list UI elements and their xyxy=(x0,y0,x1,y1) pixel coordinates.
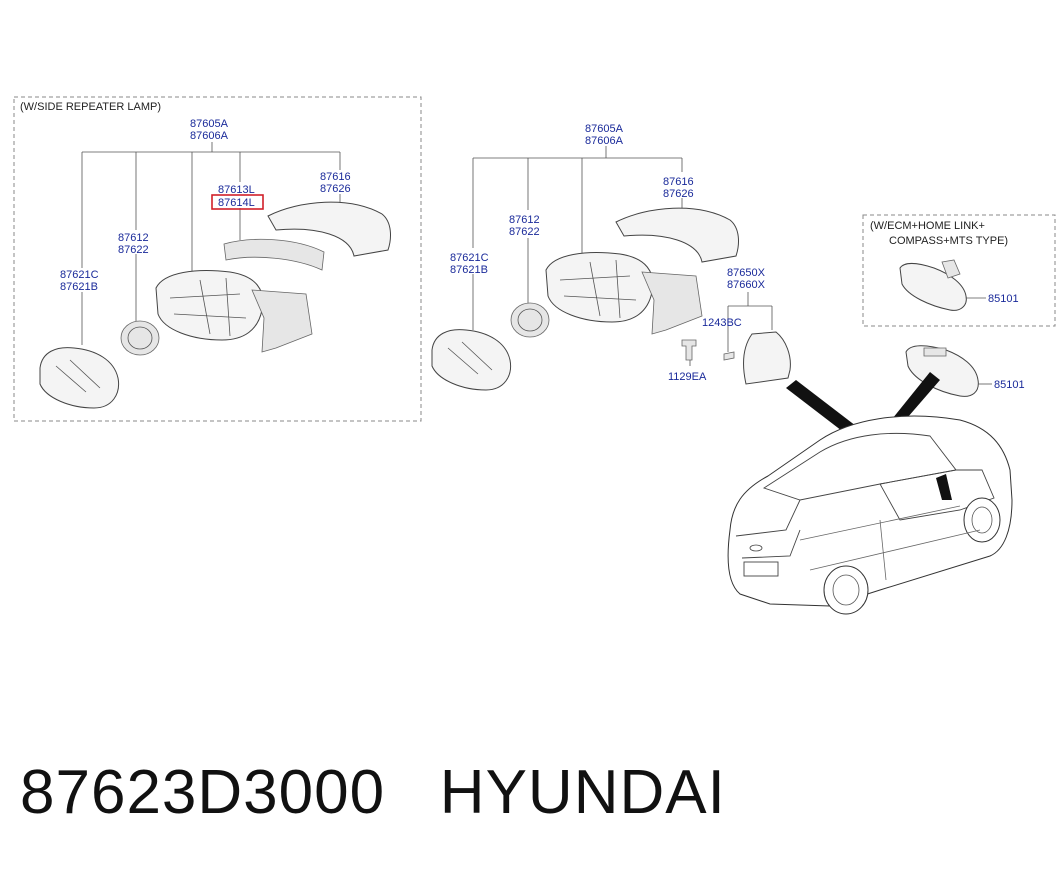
mirror-base-right xyxy=(641,271,703,335)
ecm-mirror-mount xyxy=(941,259,961,279)
scalp-cover-left xyxy=(267,201,391,257)
label-87606a-left[interactable]: 87606A xyxy=(190,130,229,142)
right-panel: 87605A 87606A 87621C 87621B 87612 87622 … xyxy=(431,123,791,391)
bolt-1129ea xyxy=(681,339,697,361)
car-illustration xyxy=(727,372,1013,615)
screw-1243bc xyxy=(723,351,735,361)
label-87614l-highlighted[interactable]: 87614L xyxy=(218,197,255,209)
label-87616-right[interactable]: 87616 xyxy=(663,176,694,188)
mirror-glass-right-shine xyxy=(447,341,493,375)
mirror-glass-left xyxy=(39,347,120,409)
car-side-windows xyxy=(879,469,995,521)
left-panel-frame xyxy=(13,96,422,422)
repeater-lamp-left xyxy=(223,238,325,271)
label-87612-left[interactable]: 87612 xyxy=(118,232,149,244)
label-1243bc[interactable]: 1243BC xyxy=(702,317,742,329)
label-87616-left[interactable]: 87616 xyxy=(320,171,351,183)
car-front-wheel-rim xyxy=(971,506,993,534)
housing-right-details xyxy=(559,259,637,319)
ecm-note-line1: (W/ECM+HOME LINK+ xyxy=(870,220,985,232)
arrow-to-side-mirror xyxy=(786,380,856,434)
car-body xyxy=(727,415,1013,607)
actuator-right-ring xyxy=(517,308,543,332)
mirror-cover-87650x xyxy=(743,331,791,385)
label-87650x[interactable]: 87650X xyxy=(727,267,766,279)
label-87622-left[interactable]: 87622 xyxy=(118,244,149,256)
actuator-right xyxy=(510,302,550,338)
label-87660x[interactable]: 87660X xyxy=(727,279,766,291)
highlight-box xyxy=(211,194,264,210)
ecm-inside-mirror xyxy=(899,263,967,311)
housing-left-details xyxy=(169,277,247,337)
mirror-glass-left-shine xyxy=(55,359,101,393)
car-emblem xyxy=(749,544,763,552)
ecm-panel-frame xyxy=(862,214,1056,327)
label-85101-ecm[interactable]: 85101 xyxy=(988,293,1019,305)
left-panel: (W/SIDE REPEATER LAMP) 87605A 87606A 876… xyxy=(13,96,422,422)
caption-part-number: 87623D3000 xyxy=(20,758,386,827)
car-rear-wheel-rim xyxy=(832,574,860,606)
ecm-note-line2: COMPASS+MTS TYPE) xyxy=(889,235,1008,247)
label-87621b-left[interactable]: 87621B xyxy=(60,281,98,293)
label-87605a-right[interactable]: 87605A xyxy=(585,123,624,135)
inside-mirror-group: 85101 xyxy=(905,345,1025,397)
label-87622-right[interactable]: 87622 xyxy=(509,226,540,238)
label-87621b-right[interactable]: 87621B xyxy=(450,264,488,276)
label-85101[interactable]: 85101 xyxy=(994,379,1025,391)
label-87613l-left[interactable]: 87613L xyxy=(218,184,255,196)
caption-brand: HYUNDAI xyxy=(439,758,726,827)
part-caption: 87623D3000 HYUNDAI xyxy=(20,757,1050,847)
right-leader-lines xyxy=(472,146,683,262)
car-license-plate xyxy=(743,561,779,577)
inside-mirror-mount xyxy=(923,347,947,357)
label-87606a-right[interactable]: 87606A xyxy=(585,135,624,147)
right-cover-leader xyxy=(727,292,773,352)
actuator-left xyxy=(120,320,160,356)
car-rear-wheel xyxy=(823,565,869,615)
label-87626-left[interactable]: 87626 xyxy=(320,183,351,195)
left-panel-note: (W/SIDE REPEATER LAMP) xyxy=(20,101,161,113)
label-87605a-left[interactable]: 87605A xyxy=(190,118,229,130)
parts-diagram: (W/SIDE REPEATER LAMP) 87605A 87606A 876… xyxy=(13,96,1056,615)
car-body-lines xyxy=(799,505,981,581)
scalp-cover-right xyxy=(615,207,739,263)
car-b-pillar xyxy=(936,474,952,500)
ecm-panel: (W/ECM+HOME LINK+ COMPASS+MTS TYPE) 8510… xyxy=(862,214,1056,327)
mirror-glass-right xyxy=(431,329,512,391)
actuator-left-ring xyxy=(127,326,153,350)
label-87626-right[interactable]: 87626 xyxy=(663,188,694,200)
mirror-base-left xyxy=(251,289,313,353)
label-1129ea[interactable]: 1129EA xyxy=(668,371,707,383)
car-front-wheel xyxy=(963,497,1001,543)
left-leader-lines xyxy=(81,142,341,272)
label-87612-right[interactable]: 87612 xyxy=(509,214,540,226)
label-87621c-right[interactable]: 87621C xyxy=(450,252,489,264)
car-tailgate xyxy=(735,499,801,559)
label-87621c-left[interactable]: 87621C xyxy=(60,269,99,281)
